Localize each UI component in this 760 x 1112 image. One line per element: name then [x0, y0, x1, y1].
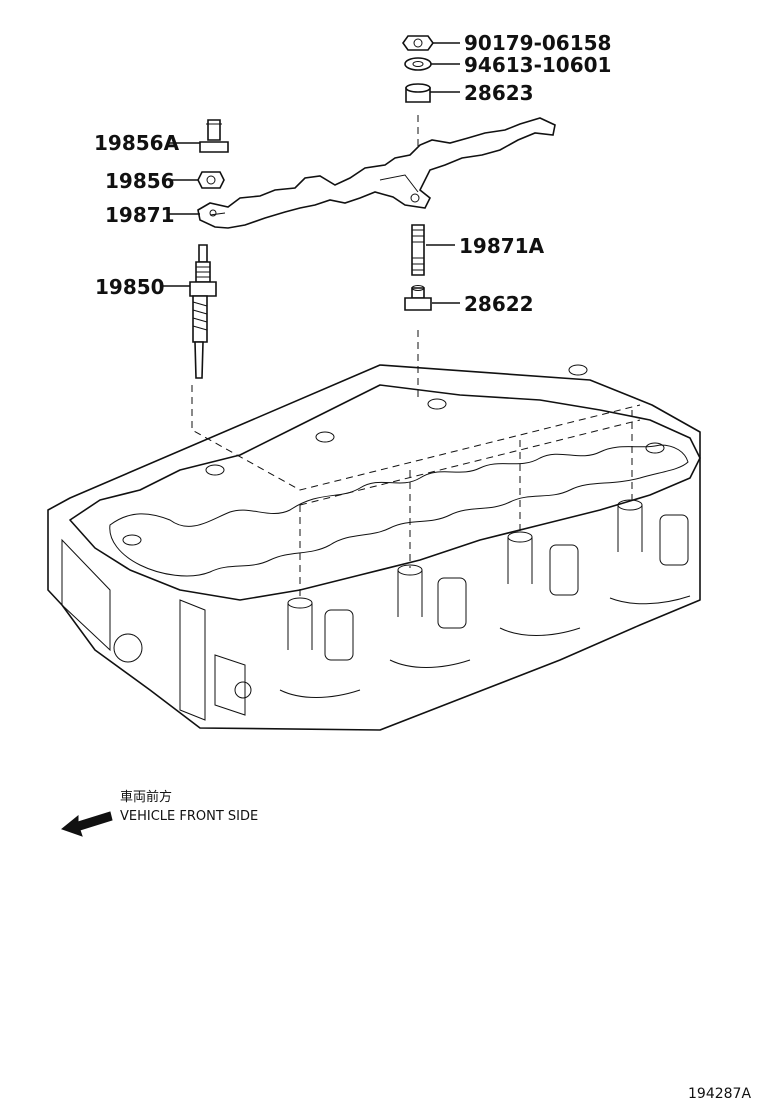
- label-94613-10601: 94613-10601: [464, 53, 611, 77]
- part-labels: 90179-06158 94613-10601 28623 19856A 198…: [94, 31, 611, 316]
- front-arrow-icon: [60, 811, 113, 837]
- label-19850: 19850: [95, 275, 165, 299]
- label-19871: 19871: [105, 203, 175, 227]
- insulator-28623-part: [405, 83, 431, 103]
- label-28623: 28623: [464, 81, 534, 105]
- nut-90179-part: [402, 35, 434, 51]
- nut-19856-part: [197, 171, 225, 189]
- leader-lines: [160, 42, 460, 304]
- washer-94613-part: [404, 57, 432, 71]
- connector-plate: [197, 117, 556, 229]
- label-19871a: 19871A: [459, 234, 545, 258]
- stud-19871a-part: [411, 224, 425, 276]
- cylinder-head: [47, 364, 701, 731]
- label-90179-06158: 90179-06158: [464, 31, 611, 55]
- diagram-reference-number: 194287A: [688, 1086, 751, 1102]
- insulator-28622-part: [404, 285, 432, 311]
- glow-plug-19850-part: [189, 244, 217, 379]
- vehicle-front-indicator: 車両前方 VEHICLE FRONT SIDE: [60, 789, 258, 837]
- label-28622: 28622: [464, 292, 534, 316]
- label-19856: 19856: [105, 169, 175, 193]
- direction-japanese: 車両前方: [120, 789, 172, 805]
- terminal-19856a-part: [199, 119, 229, 153]
- label-19856a: 19856A: [94, 131, 180, 155]
- direction-english: VEHICLE FRONT SIDE: [120, 809, 258, 824]
